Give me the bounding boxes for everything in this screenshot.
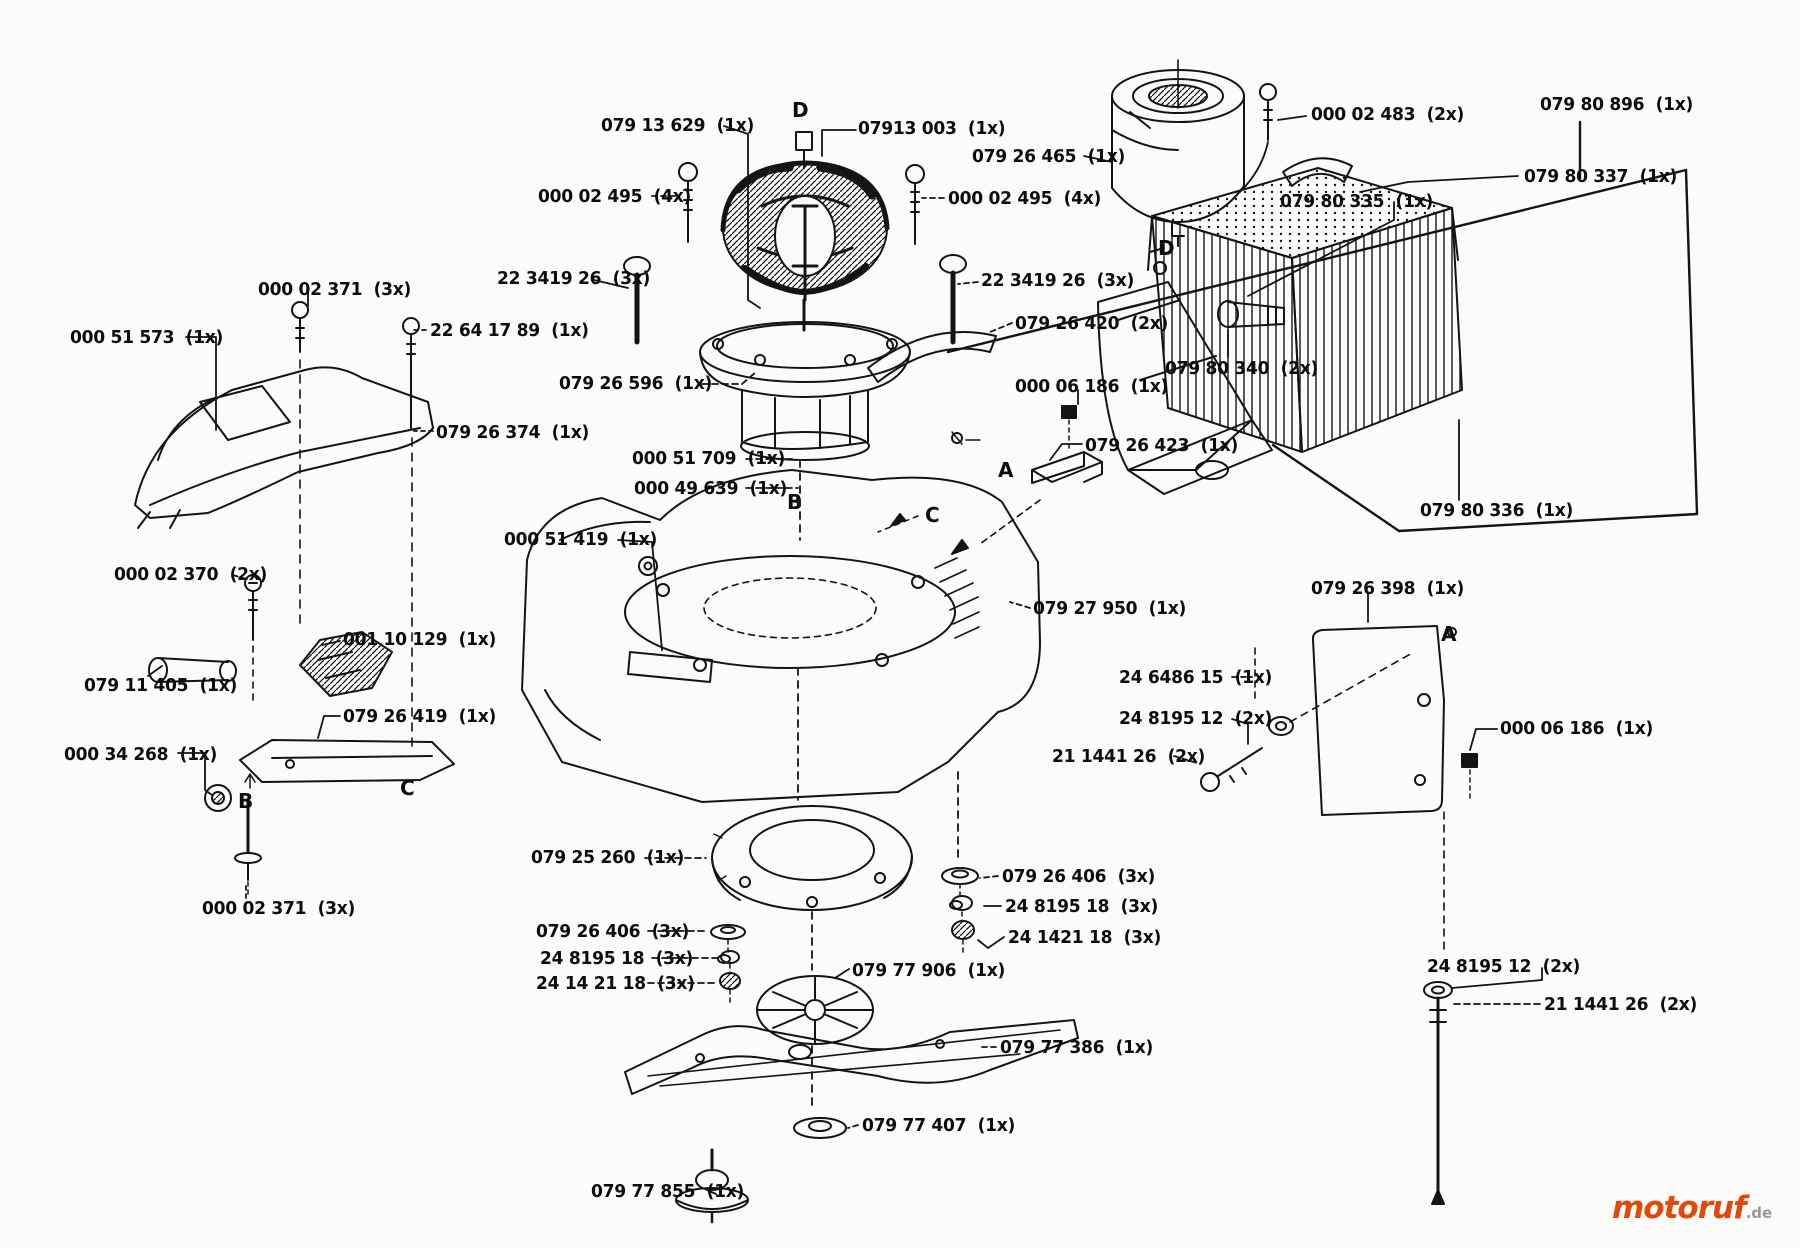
part-label: 000 06 186 (1x) — [1500, 718, 1654, 739]
blade-washer-part — [793, 1117, 847, 1139]
part-label: 079 77 855 (1x) — [591, 1181, 745, 1202]
part-label: 000 02 371 (3x) — [258, 279, 412, 300]
watermark-tld: .de — [1745, 1204, 1773, 1222]
section-marker-b: B — [787, 490, 803, 514]
part-label: 24 1421 18 (3x) — [1008, 927, 1162, 948]
part-label: 079 80 336 (1x) — [1420, 500, 1574, 521]
part-label: 079 77 906 (1x) — [852, 960, 1006, 981]
part-label: 000 02 370 (2x) — [114, 564, 268, 585]
part-label: 24 8195 12 (2x) — [1427, 956, 1581, 977]
part-label: 001 10 129 (1x) — [343, 629, 497, 650]
part-label: 000 51 573 (1x) — [70, 327, 224, 348]
washer-stack-left — [710, 924, 746, 1003]
part-label: 079 26 406 (3x) — [536, 921, 690, 942]
part-label: 079 26 420 (2x) — [1015, 313, 1169, 334]
part-label: 000 06 186 (1x) — [1015, 376, 1169, 397]
part-label: 000 02 371 (3x) — [202, 898, 356, 919]
part-label: 000 02 495 (4x) — [538, 186, 692, 207]
part-label: 24 8195 12 (2x) — [1119, 708, 1273, 729]
motor-part — [720, 131, 890, 332]
part-label: 07913 003 (1x) — [858, 118, 1006, 139]
grass-catcher-part — [1097, 157, 1463, 495]
part-label: 24 6486 15 (1x) — [1119, 667, 1273, 688]
part-label: 079 26 596 (1x) — [559, 373, 713, 394]
part-label: 079 25 260 (1x) — [531, 847, 685, 868]
section-marker-a: A — [1441, 622, 1457, 646]
part-label: 079 80 337 (1x) — [1524, 166, 1678, 187]
support-arm-part — [867, 331, 997, 383]
blade-holder-part — [675, 1148, 749, 1224]
section-marker-d: D — [1158, 236, 1175, 260]
part-label: 079 77 386 (1x) — [1000, 1037, 1154, 1058]
part-label: 079 13 629 (1x) — [601, 115, 755, 136]
part-label: 079 80 340 (2x) — [1165, 358, 1319, 379]
washer-stack-right — [941, 867, 979, 953]
part-label: 000 02 483 (2x) — [1311, 104, 1465, 125]
fan-ring-part — [711, 771, 959, 971]
latch-part — [951, 405, 1103, 484]
part-label: 22 64 17 89 (1x) — [430, 320, 589, 341]
small-fasteners-left — [148, 301, 455, 897]
part-label: 22 3419 26 (3x) — [981, 270, 1135, 291]
section-marker-c: C — [400, 776, 415, 800]
part-label: 000 34 268 (1x) — [64, 744, 218, 765]
part-label: 000 49 639 (1x) — [634, 478, 788, 499]
blade-part — [624, 1019, 1079, 1095]
bolt-079-80-340 — [1217, 300, 1285, 328]
section-marker-b: B — [238, 789, 254, 813]
watermark-brand: motoruf — [1612, 1190, 1747, 1226]
part-label: 079 26 374 (1x) — [436, 422, 590, 443]
section-marker-a: A — [998, 458, 1014, 482]
part-label: 079 77 407 (1x) — [862, 1115, 1016, 1136]
part-label: 24 8195 18 (3x) — [1005, 896, 1159, 917]
section-marker-c: C — [925, 503, 940, 527]
part-label: 079 26 423 (1x) — [1085, 435, 1239, 456]
part-label: 079 26 465 (1x) — [972, 146, 1126, 167]
fan-part — [756, 975, 874, 1109]
part-label: 079 26 398 (1x) — [1311, 578, 1465, 599]
part-label: 079 26 406 (3x) — [1002, 866, 1156, 887]
part-label: 24 8195 18 (3x) — [540, 948, 694, 969]
watermark: motoruf.de — [1612, 1190, 1772, 1226]
bolt-22-3419-26 — [623, 254, 967, 345]
discharge-cover-part — [134, 366, 434, 529]
section-marker-d: D — [792, 98, 809, 122]
part-label: 21 1441 26 (2x) — [1544, 994, 1698, 1015]
mower-deck-part — [521, 469, 1041, 803]
bolt-000-02-495 — [678, 162, 925, 245]
part-label: 24 14 21 18 (3x) — [536, 973, 695, 994]
part-label: 000 51 709 (1x) — [632, 448, 786, 469]
figure-frame — [946, 120, 1699, 533]
part-label: 22 3419 26 (3x) — [497, 268, 651, 289]
part-label: 079 80 335 (1x) — [1280, 191, 1434, 212]
side-plate-part — [1200, 625, 1478, 1205]
part-label: 000 02 495 (4x) — [948, 188, 1102, 209]
motor-mount-base — [699, 321, 911, 541]
part-label: 079 11 405 (1x) — [84, 675, 238, 696]
part-label: 000 51 419 (1x) — [504, 529, 658, 550]
part-label: 079 80 896 (1x) — [1540, 94, 1694, 115]
part-label: 079 26 419 (1x) — [343, 706, 497, 727]
leader-lines — [147, 115, 1543, 1195]
part-label: 079 27 950 (1x) — [1033, 598, 1187, 619]
part-label: 21 1441 26 (2x) — [1052, 746, 1206, 767]
